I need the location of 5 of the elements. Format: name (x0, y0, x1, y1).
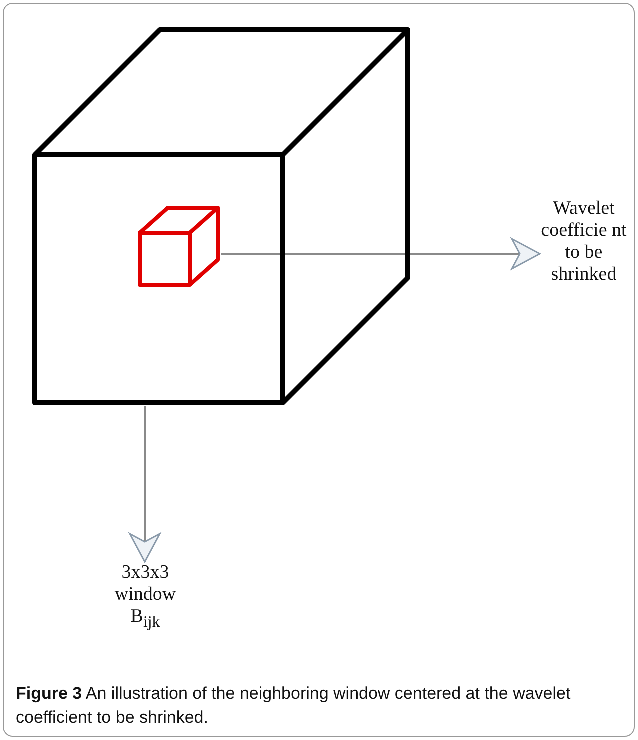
annotation-text: 3x3x3 window B$_{ijk}$ (98, 562, 193, 672)
figure-caption: Figure 3 An illustration of the neighboring window centered at the wavelet coefficient to be shrinked. (16, 683, 572, 729)
arrow (221, 238, 541, 270)
annotation-text: Wavelet coefficie nt to be shrinked (540, 198, 628, 308)
arrow (129, 406, 161, 563)
